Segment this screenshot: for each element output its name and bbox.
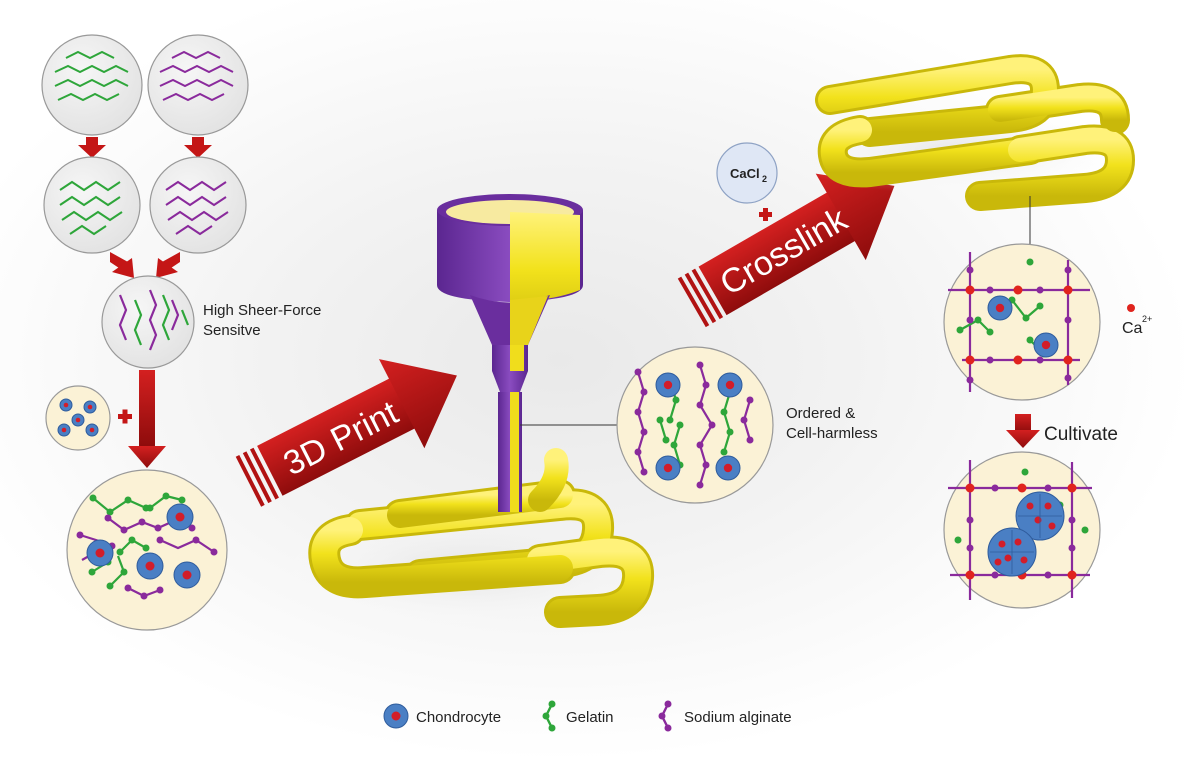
3d-print-arrow xyxy=(235,359,457,507)
calcium-ion-label: Ca xyxy=(1122,320,1143,337)
printed-scaffold-bottom xyxy=(270,448,670,630)
cells-circle xyxy=(45,385,111,451)
alginate-solution-circle-1 xyxy=(147,34,249,136)
gelatin-solution-circle-2 xyxy=(43,156,141,254)
legend-alginate-icon xyxy=(658,700,672,732)
cultivate-arrow xyxy=(1006,414,1040,448)
crosslinked-scaffold xyxy=(780,54,1140,211)
diagonal-arrow-right xyxy=(156,252,180,278)
down-arrow-gelatin-1 xyxy=(78,137,106,158)
down-arrow-alginate-1 xyxy=(184,137,212,158)
cacl2-subscript: 2 xyxy=(762,174,767,184)
mixed-solution-circle xyxy=(101,275,195,369)
ordered-label-line1: Ordered & xyxy=(786,405,855,422)
legend-gelatin-label: Gelatin xyxy=(566,709,614,726)
cacl2-text: CaCl xyxy=(730,166,760,181)
long-down-arrow xyxy=(128,370,166,468)
crosslinked-network-circle xyxy=(943,243,1101,401)
legend-gelatin-icon xyxy=(542,700,556,732)
shear-label-line2: Sensitve xyxy=(203,322,261,339)
cultivate-label: Cultivate xyxy=(1044,424,1118,445)
legend-chondrocyte-label: Chondrocyte xyxy=(416,709,501,726)
crosslink-arrow xyxy=(677,173,895,328)
plus-icon-cacl2 xyxy=(759,208,772,221)
diagonal-arrow-left xyxy=(110,252,134,278)
plus-icon-cells xyxy=(118,409,132,424)
legend-alginate-label: Sodium alginate xyxy=(684,709,792,726)
legend: Chondrocyte Gelatin Sodium alginate xyxy=(383,700,792,732)
calcium-ion-charge: 2+ xyxy=(1142,314,1152,324)
cultivated-network-circle xyxy=(943,451,1101,609)
printer-nozzle xyxy=(437,194,583,512)
cacl2-circle: CaCl 2 xyxy=(716,142,778,204)
ordered-circle xyxy=(616,346,774,504)
shear-label-line1: High Sheer-Force xyxy=(203,302,321,319)
gelatin-solution-circle-1 xyxy=(41,34,143,136)
legend-chondrocyte-icon xyxy=(383,703,409,729)
ordered-label-line2: Cell-harmless xyxy=(786,425,878,442)
bioink-circle xyxy=(66,469,228,631)
calcium-ion-dot xyxy=(1127,304,1135,312)
alginate-solution-circle-2 xyxy=(149,156,247,254)
